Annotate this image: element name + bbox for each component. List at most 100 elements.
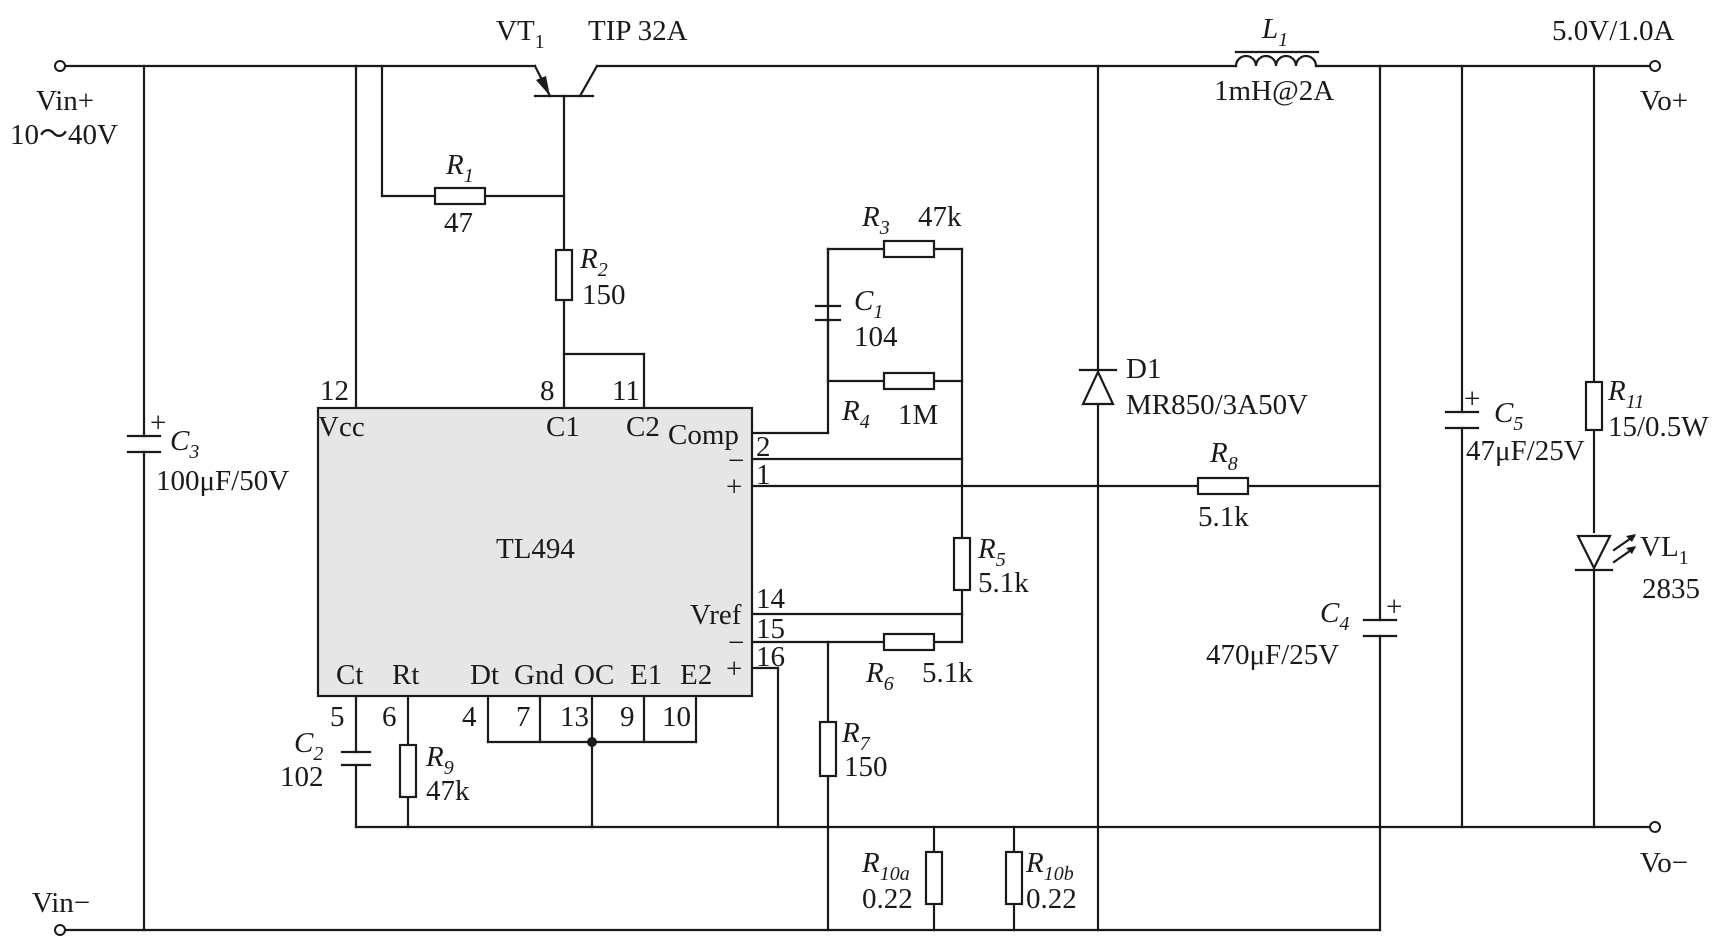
pin-number-8: 8 bbox=[540, 375, 555, 407]
resistor-r10b bbox=[1004, 850, 1024, 906]
inductor-l1 bbox=[1234, 50, 1320, 68]
r4-label: R4 bbox=[841, 395, 870, 433]
c5-value: 47μF/25V bbox=[1466, 435, 1585, 467]
transistor-part: TIP 32A bbox=[588, 15, 688, 47]
capacitor-c3 bbox=[126, 434, 162, 454]
pin-number-13: 13 bbox=[560, 701, 589, 733]
c4-value: 470μF/25V bbox=[1206, 639, 1339, 671]
c2-label: C2 bbox=[294, 727, 323, 765]
r11-value: 15/0.5W bbox=[1608, 411, 1709, 443]
resistor-r6 bbox=[882, 632, 936, 652]
r2-label: R2 bbox=[579, 243, 608, 281]
r9-value: 47k bbox=[426, 775, 470, 807]
c1-label: C1 bbox=[854, 285, 883, 323]
r3-value: 47k bbox=[918, 201, 962, 233]
pin-number-14: 14 bbox=[756, 583, 786, 615]
capacitor-c1 bbox=[814, 247, 842, 383]
pin-c2-label: C2 bbox=[626, 411, 660, 443]
inductor-value: 1mH@2A bbox=[1214, 75, 1334, 107]
pin-number-6: 6 bbox=[382, 701, 397, 733]
pin16-plus-sign: + bbox=[726, 653, 742, 685]
pin-comp-label: Comp bbox=[668, 419, 739, 451]
resistor-r11 bbox=[1584, 380, 1604, 432]
led-part: 2835 bbox=[1642, 573, 1700, 605]
capacitor-c4 bbox=[1362, 618, 1398, 638]
junction-dot bbox=[587, 737, 597, 747]
resistor-r3 bbox=[882, 239, 936, 259]
resistor-r10a bbox=[924, 850, 944, 906]
diode-label: D1 bbox=[1126, 353, 1161, 385]
pin-vcc-label: Vcc bbox=[318, 411, 365, 443]
resistor-r8 bbox=[1196, 476, 1250, 496]
r4-value: 1M bbox=[898, 399, 938, 431]
r8-value: 5.1k bbox=[1198, 501, 1249, 533]
pin15-minus-sign: − bbox=[728, 627, 744, 659]
pin-e2-label: E2 bbox=[680, 659, 712, 691]
resistor-r4 bbox=[882, 371, 936, 391]
r9-label: R9 bbox=[425, 741, 454, 779]
ic-name: TL494 bbox=[496, 533, 575, 565]
vin-minus-label: Vin− bbox=[32, 887, 90, 919]
c1-value: 104 bbox=[854, 321, 898, 353]
vo-plus-terminal bbox=[1649, 60, 1661, 72]
diode-part: MR850/3A50V bbox=[1126, 389, 1308, 421]
capacitor-c2 bbox=[340, 750, 372, 767]
r7-value: 150 bbox=[844, 751, 888, 783]
pin-number-7: 7 bbox=[516, 701, 531, 733]
led-label: VL1 bbox=[1640, 531, 1689, 569]
wiring bbox=[58, 64, 1652, 932]
r10a-label: R10a bbox=[861, 847, 910, 885]
pin-number-2: 2 bbox=[756, 431, 771, 463]
r11-label: R11 bbox=[1607, 375, 1644, 413]
pin-number-9: 9 bbox=[620, 701, 635, 733]
resistor-r1 bbox=[433, 186, 487, 206]
c3-label: C3 bbox=[170, 425, 199, 463]
pin2-minus-sign: − bbox=[728, 445, 744, 477]
r7-label: R7 bbox=[841, 717, 871, 755]
led-vl1 bbox=[1574, 534, 1636, 572]
transistor-vt1 bbox=[533, 64, 599, 98]
output-rating-label: 5.0V/1.0A bbox=[1552, 15, 1675, 47]
resistor-r2 bbox=[554, 248, 574, 302]
r6-value: 5.1k bbox=[922, 657, 973, 689]
pin-number-1: 1 bbox=[756, 459, 771, 491]
capacitor-c5 bbox=[1444, 410, 1480, 430]
c2-value: 102 bbox=[280, 761, 324, 793]
c4-polarity: + bbox=[1386, 591, 1402, 623]
r5-label: R5 bbox=[977, 533, 1006, 571]
c3-polarity: + bbox=[150, 407, 166, 439]
pin-number-11: 11 bbox=[612, 375, 640, 407]
vin-plus-label: Vin+ bbox=[36, 85, 94, 117]
inductor-label: L1 bbox=[1261, 13, 1288, 51]
resistor-r7 bbox=[818, 720, 838, 778]
r2-value: 150 bbox=[582, 279, 626, 311]
r10b-label: R10b bbox=[1025, 847, 1074, 885]
resistor-r5 bbox=[952, 536, 972, 592]
pin-number-4: 4 bbox=[462, 701, 477, 733]
vin-range-label: 10～40V bbox=[10, 119, 118, 151]
pin-rt-label: Rt bbox=[392, 659, 419, 691]
pin-number-15: 15 bbox=[756, 613, 785, 645]
pin-vref-label: Vref bbox=[690, 599, 742, 631]
pin-number-5: 5 bbox=[330, 701, 345, 733]
r10b-value: 0.22 bbox=[1026, 883, 1077, 915]
diode-d1 bbox=[1078, 368, 1118, 406]
pin1-plus-sign: + bbox=[726, 471, 742, 503]
transistor-label: VT1 bbox=[496, 15, 545, 53]
pin-c1-label: C1 bbox=[546, 411, 580, 443]
pin-dt-label: Dt bbox=[470, 659, 499, 691]
vin-plus-terminal bbox=[54, 60, 66, 72]
c4-label: C4 bbox=[1320, 597, 1349, 635]
pin-ct-label: Ct bbox=[336, 659, 363, 691]
r5-value: 5.1k bbox=[978, 567, 1029, 599]
r8-label: R8 bbox=[1209, 437, 1238, 475]
vo-minus-label: Vo− bbox=[1640, 847, 1688, 879]
c5-polarity: + bbox=[1464, 383, 1480, 415]
pin-oc-label: OC bbox=[574, 659, 614, 691]
r3-label: R3 bbox=[861, 201, 890, 239]
vin-minus-terminal bbox=[54, 924, 66, 936]
pin-number-10: 10 bbox=[662, 701, 691, 733]
vo-minus-terminal bbox=[1649, 821, 1661, 833]
pin-gnd-label: Gnd bbox=[514, 659, 564, 691]
